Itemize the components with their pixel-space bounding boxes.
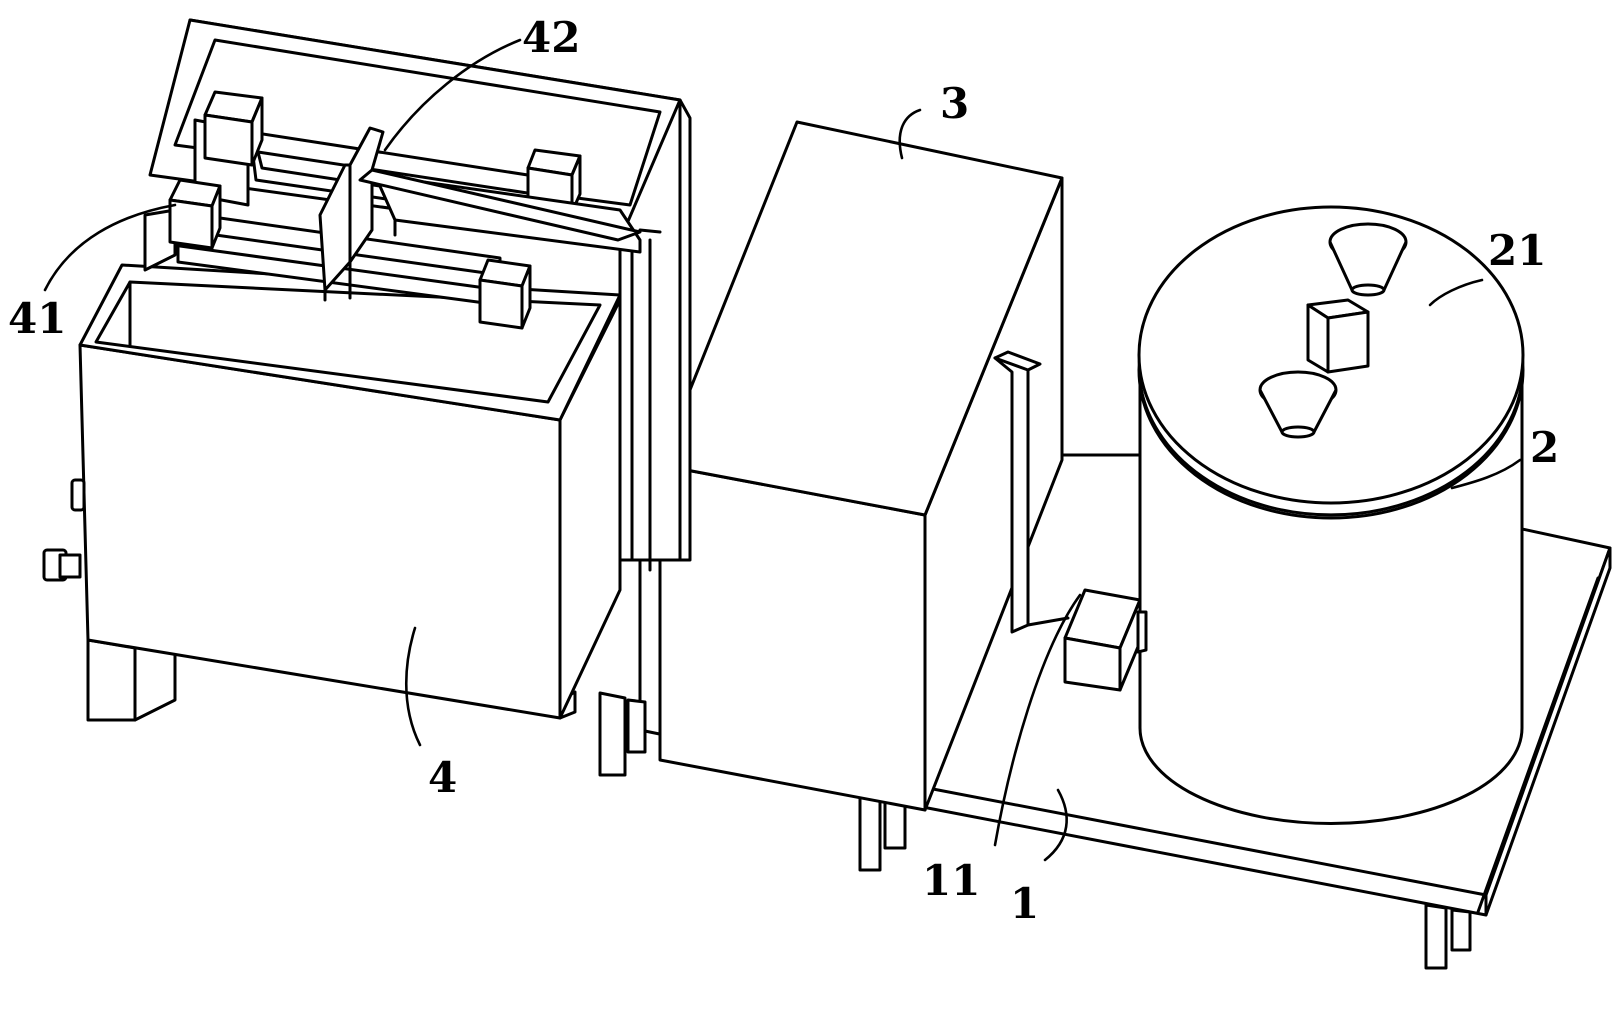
processing-box xyxy=(658,120,1070,812)
funnel-icon xyxy=(1258,370,1338,439)
label-1: 1 xyxy=(1010,879,1039,928)
lifting-bracket xyxy=(318,126,642,302)
label-3: 3 xyxy=(940,79,969,128)
leader-41 xyxy=(43,203,177,292)
leader-1 xyxy=(1043,788,1068,862)
leader-4 xyxy=(404,626,422,747)
label-41: 41 xyxy=(8,294,66,343)
label-21: 21 xyxy=(1488,226,1546,275)
pump-unit xyxy=(1063,588,1148,692)
labels: 3 21 2 42 41 4 11 1 xyxy=(8,13,1559,928)
cylinder-tank xyxy=(1137,205,1525,825)
leader-lines xyxy=(43,38,1522,862)
leader-42 xyxy=(383,38,522,152)
front-tank xyxy=(42,178,622,722)
label-42: 42 xyxy=(522,13,580,62)
leader-2 xyxy=(1450,458,1522,490)
rear-tank xyxy=(148,18,692,572)
label-2: 2 xyxy=(1530,423,1559,472)
label-11: 11 xyxy=(922,856,980,905)
label-4: 4 xyxy=(428,753,457,802)
funnel-icon xyxy=(1328,222,1408,297)
leader-11 xyxy=(993,593,1082,847)
leader-3 xyxy=(898,108,922,160)
leader-21 xyxy=(1428,278,1484,307)
valve-box-icon xyxy=(1306,298,1370,374)
